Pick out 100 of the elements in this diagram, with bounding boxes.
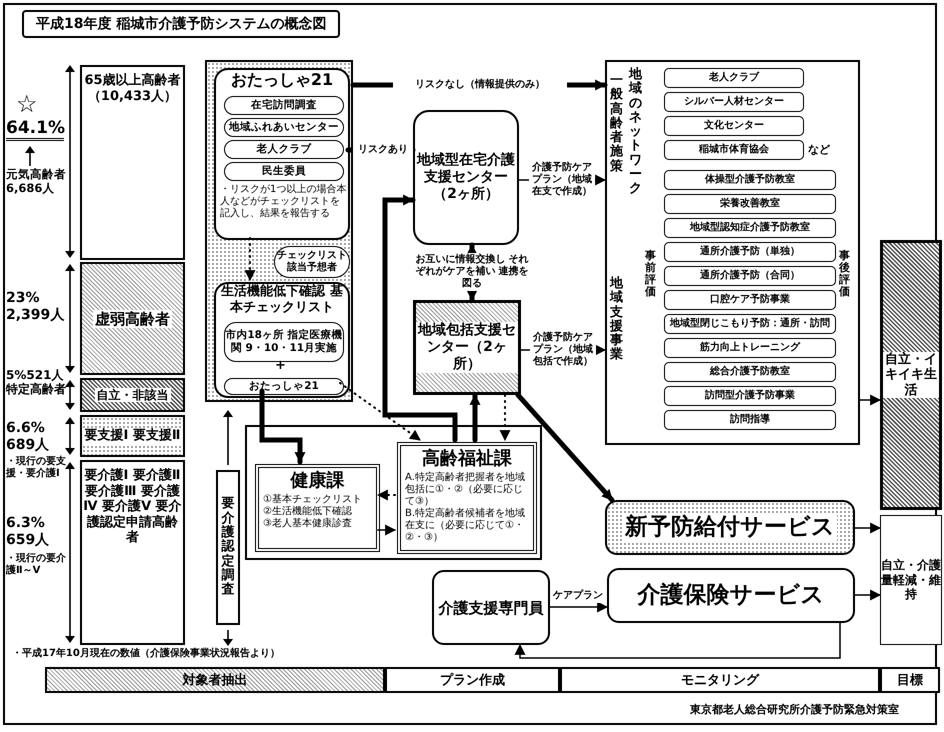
vertical-text: 一般高齢者施策 <box>610 74 623 174</box>
population-panel <box>80 460 185 645</box>
service-panel <box>605 500 855 555</box>
label-text: 6.3% 659人 <box>6 515 50 549</box>
node-text: 介護保険サービス <box>638 582 824 610</box>
node-text: ③老人基本健康診査 <box>263 518 353 530</box>
node-text: 栄養改善教室 <box>720 198 780 210</box>
label-text: ・平成17年10月現在の数値（介護保険事業状況報告より） <box>12 648 281 660</box>
office-panel <box>255 464 380 552</box>
rounded-item <box>224 378 344 395</box>
patterned-band <box>80 378 185 412</box>
phase-cell: 目標 <box>880 667 940 693</box>
node-text: 文化センター <box>704 120 764 132</box>
rounded-panel <box>413 110 519 245</box>
goal-panel <box>880 240 942 510</box>
node-text: シルバー人材センター <box>684 96 784 108</box>
node-text: 訪問指導 <box>730 414 770 426</box>
node-text: 要介護認定調査 <box>222 497 234 598</box>
rounded-panel <box>432 570 550 645</box>
label-text: ・現行の要支援・要介護Ⅰ <box>6 456 67 480</box>
node-text: 在宅訪問調査 <box>251 99 317 112</box>
vertical-label-panel <box>216 470 240 625</box>
label-text: 東京都老人総合研究所介護予防緊急対策室 <box>690 703 900 716</box>
rounded-item <box>224 96 344 115</box>
dotted-arrow <box>376 490 396 500</box>
vertical-text: 事後評価 <box>839 250 850 298</box>
vertical-text: 地域のネットワーク <box>629 68 642 197</box>
hatched-panel <box>413 300 521 395</box>
node-text: 要介護Ⅰ 要介護Ⅱ 要介護Ⅲ 要介護Ⅳ 要介護Ⅴ 要介護認定申請高齢者 <box>82 468 183 546</box>
arrow <box>516 392 614 502</box>
heading-text: おたっしゃ21 <box>230 70 334 90</box>
node-text: 地域包括支援センター（2ヶ所） <box>416 322 518 373</box>
label-text: ☆ <box>16 90 39 119</box>
node-text: ・リスクが1つ以上の場合本人などがチェックリストを記入し、結果を報告する <box>220 184 348 220</box>
node-text: ①基本チェックリスト <box>263 494 363 506</box>
arrow <box>470 392 480 442</box>
arrow <box>854 522 882 534</box>
node-text: 要支援Ⅰ 要支援Ⅱ <box>82 428 182 444</box>
node-text: 地域型在宅介護支援センター（2ヶ所） <box>416 152 516 203</box>
node-text: 地域型閉じこもり予防：通所・訪問 <box>670 318 830 330</box>
node-text: 稲城市体育協会 <box>699 144 769 156</box>
node-text: 通所介護予防（合同） <box>700 270 800 282</box>
program-item <box>664 218 836 238</box>
node-text: 自立・イキイキ生活 <box>883 352 939 398</box>
node-text: 民生委員 <box>262 165 306 178</box>
arrow <box>859 394 882 406</box>
heading-text: 生活機能低下確認 基本チェックリスト <box>220 284 344 316</box>
node-text: チェックリスト該当予想者 <box>276 250 348 274</box>
vertical-text: 事前評価 <box>645 250 656 298</box>
label-text: 6.6% 689人 <box>6 420 50 454</box>
population-panel <box>80 65 185 260</box>
node-text: 自立・非該当 <box>94 388 170 402</box>
rounded-group <box>214 282 350 398</box>
node-text: 通所介護予防（単独） <box>700 246 800 258</box>
hatched-panel <box>80 262 185 375</box>
node-text: B.特定高齢者候補者を地域在支に（必要に応じて①・②・③） <box>405 508 526 544</box>
node-text: 自立・介護量軽減・維持 <box>881 558 941 602</box>
arrow <box>382 194 458 442</box>
node-text: 筋力向上トレーニング <box>700 342 800 354</box>
rounded-item <box>224 140 344 159</box>
goal-panel <box>880 515 942 645</box>
program-item <box>664 386 836 406</box>
node-text: 老人クラブ <box>256 143 312 156</box>
label-text: 23% 2,399人 <box>6 290 66 324</box>
rounded-item <box>224 322 344 362</box>
program-item <box>664 170 836 190</box>
program-item <box>664 68 804 88</box>
label-text: 5%521人特定高齢者 <box>6 368 67 397</box>
program-panel <box>605 60 860 445</box>
node-text: 65歳以上高齢者（10,433人） <box>83 73 182 104</box>
arrow <box>854 590 882 600</box>
program-item <box>664 410 836 430</box>
edge-label: リスクあり <box>353 143 413 157</box>
program-item <box>664 362 836 382</box>
node-text: 老人クラブ <box>709 72 759 84</box>
title-banner: 平成18年度 稲城市介護予防システムの概念図 <box>22 10 340 38</box>
dotted-arrow <box>244 237 256 282</box>
node-text: 地域型認知症介護予防教室 <box>690 222 810 234</box>
node-text: 口腔ケア予防事業 <box>710 294 790 306</box>
node-text: 体操型介護予防教室 <box>705 174 795 186</box>
node-text: 総合介護予防教室 <box>710 366 790 378</box>
node-text: 訪問型介護予防事業 <box>705 390 795 402</box>
arrow <box>514 622 841 659</box>
dotted-panel <box>80 415 185 457</box>
node-text: ②生活機能低下確認 <box>263 506 353 518</box>
program-item <box>664 194 836 214</box>
arrow <box>549 602 608 612</box>
rounded-item <box>224 162 344 181</box>
heading-text: 高齢福祉課 <box>421 448 513 470</box>
dotted-arrow <box>500 394 510 442</box>
node-text: 介護支援専門員 <box>438 598 544 616</box>
node-text: 新予防給付サービス <box>623 514 837 542</box>
node-text: A.特定高齢者把握者を地域包括に①・②（必要に応じて③） <box>405 472 526 508</box>
office-panel <box>397 442 537 554</box>
label-text: 64.1% <box>6 118 64 142</box>
phase-cell: 対象者抽出 <box>45 667 385 693</box>
label-text: ・現行の要介護Ⅱ～Ⅴ <box>6 553 67 577</box>
arrow <box>377 524 396 536</box>
program-item <box>664 338 836 358</box>
phase-cell: モニタリング <box>560 667 880 693</box>
